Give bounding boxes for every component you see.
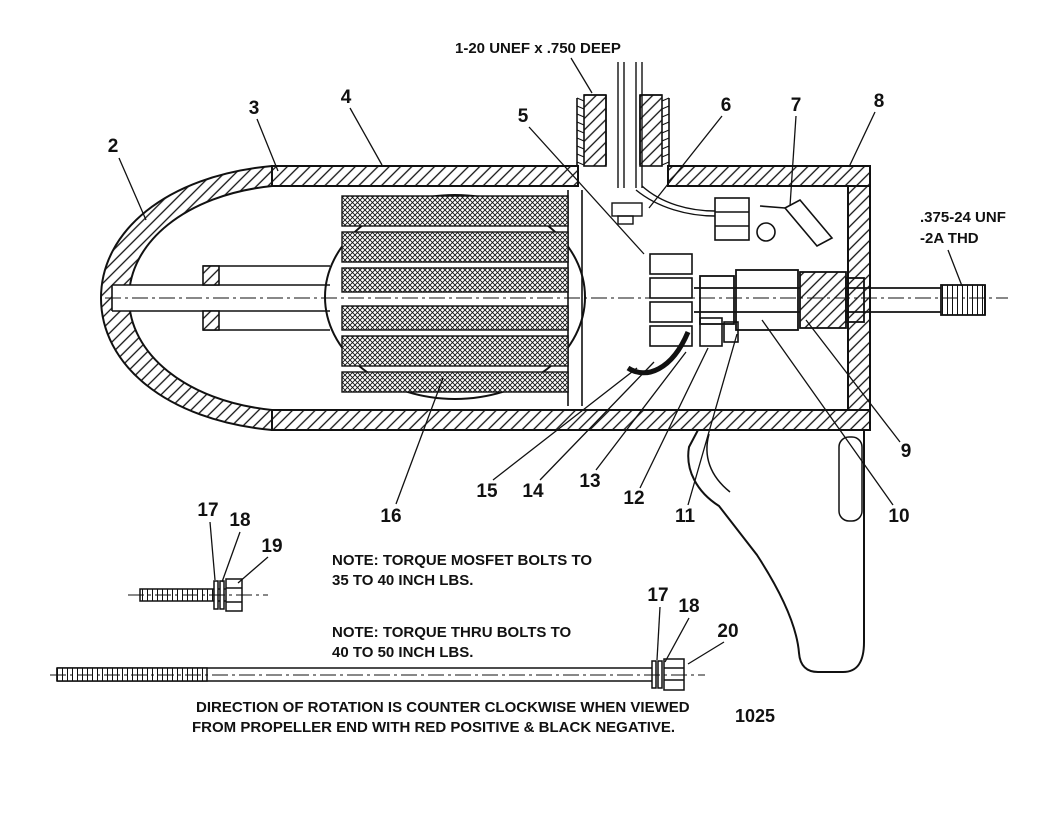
mosfet-torque-note-1: NOTE: TORQUE MOSFET BOLTS TO bbox=[332, 552, 592, 569]
shaft-thread-label-1: .375-24 UNF bbox=[920, 209, 1006, 226]
top-thread-boss bbox=[576, 94, 670, 167]
shaft-thread-label-2: -2A THD bbox=[920, 230, 979, 247]
callout-17-mosfet: 17 bbox=[197, 500, 218, 521]
callout-5: 5 bbox=[518, 106, 529, 127]
callout-19: 19 bbox=[261, 536, 282, 557]
callout-15: 15 bbox=[476, 481, 498, 502]
callout-18-thru: 18 bbox=[678, 596, 699, 617]
callout-17-thru: 17 bbox=[647, 585, 668, 606]
callout-12: 12 bbox=[623, 488, 644, 509]
callout-14: 14 bbox=[522, 481, 544, 502]
callout-3: 3 bbox=[249, 98, 260, 119]
callout-7: 7 bbox=[791, 95, 802, 116]
rotation-note-2: FROM PROPELLER END WITH RED POSITIVE & B… bbox=[192, 719, 675, 736]
callout-4: 4 bbox=[341, 87, 352, 108]
output-shaft bbox=[694, 269, 986, 331]
callout-9: 9 bbox=[901, 441, 912, 462]
housing bbox=[271, 165, 871, 431]
lead-wires bbox=[611, 62, 716, 225]
leader-lines bbox=[118, 57, 963, 665]
callout-20: 20 bbox=[717, 621, 738, 642]
top-thread-label: 1-20 UNEF x .750 DEEP bbox=[455, 40, 621, 57]
grip-handle bbox=[687, 429, 865, 673]
mosfet-torque-note-2: 35 TO 40 INCH LBS. bbox=[332, 572, 473, 589]
callout-11: 11 bbox=[675, 506, 696, 527]
rotation-note-1: DIRECTION OF ROTATION IS COUNTER CLOCKWI… bbox=[196, 699, 690, 716]
thru-torque-note-1: NOTE: TORQUE THRU BOLTS TO bbox=[332, 624, 571, 641]
terminal-block bbox=[714, 197, 834, 248]
callout-8: 8 bbox=[874, 91, 885, 112]
callout-13: 13 bbox=[579, 471, 600, 492]
stator-windings bbox=[341, 195, 569, 393]
shaft-threads bbox=[940, 284, 986, 316]
callout-6: 6 bbox=[721, 95, 732, 116]
callout-16: 16 bbox=[380, 506, 401, 527]
callout-2: 2 bbox=[108, 136, 119, 157]
figure-part-number: 1025 bbox=[735, 706, 775, 726]
callout-18-mosfet: 18 bbox=[229, 510, 250, 531]
callout-10: 10 bbox=[888, 506, 909, 527]
centerlines bbox=[50, 297, 1008, 676]
thru-torque-note-2: 40 TO 50 INCH LBS. bbox=[332, 644, 473, 661]
